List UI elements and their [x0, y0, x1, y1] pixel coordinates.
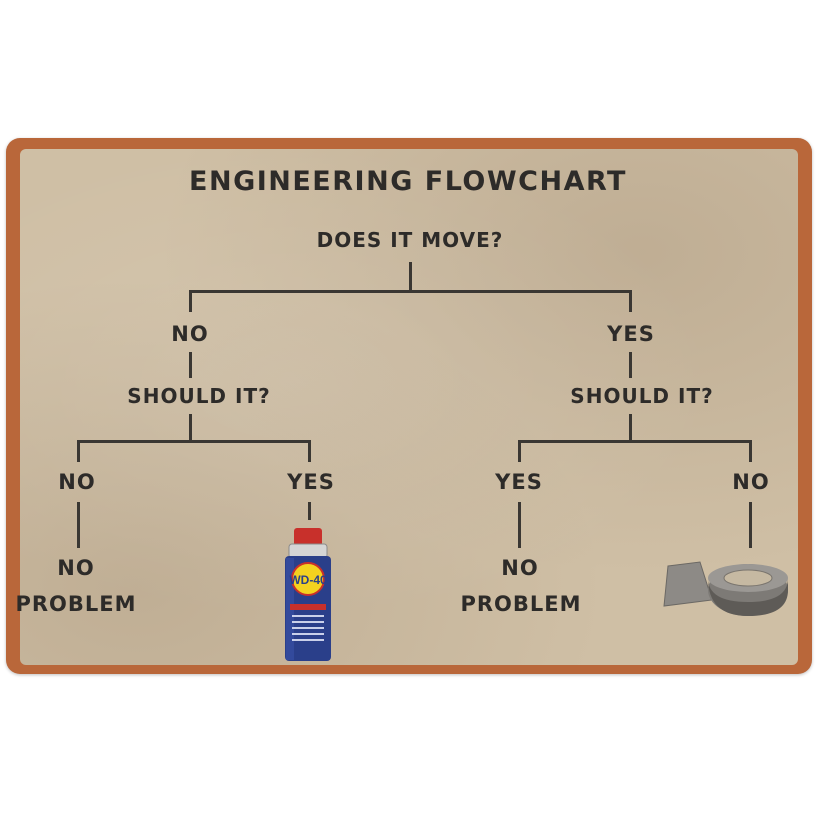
right-yes-label: YES — [495, 470, 543, 494]
right-no-label: NO — [732, 470, 770, 494]
right-bar-drop-yes — [518, 440, 521, 462]
left-no-to-result — [77, 502, 80, 548]
left-answer-no: NO — [171, 322, 209, 346]
right-result-line2: PROBLEM — [460, 592, 582, 616]
left-bar-drop-yes — [308, 440, 311, 462]
right-result-line1: NO — [501, 556, 539, 580]
left-yes-label: YES — [287, 470, 335, 494]
root-bar — [189, 290, 632, 293]
right-no-to-tape — [749, 502, 752, 548]
right-yes-to-question — [629, 352, 632, 378]
left-result-line1: NO — [57, 556, 95, 580]
root-question: DOES IT MOVE? — [316, 228, 504, 252]
left-question: SHOULD IT? — [127, 384, 271, 408]
right-question: SHOULD IT? — [570, 384, 714, 408]
left-no-to-question — [189, 352, 192, 378]
right-yes-to-result — [518, 502, 521, 548]
left-question-stem — [189, 414, 192, 442]
root-right-drop — [629, 290, 632, 312]
right-bar-drop-no — [749, 440, 752, 462]
right-question-stem — [629, 414, 632, 442]
root-stem — [409, 262, 412, 292]
left-no-label: NO — [58, 470, 96, 494]
right-bar — [518, 440, 752, 443]
root-left-drop — [189, 290, 192, 312]
right-answer-yes: YES — [607, 322, 655, 346]
flowchart-title: ENGINEERING FLOWCHART — [189, 166, 627, 197]
left-yes-to-can — [308, 502, 311, 520]
left-bar-drop-no — [77, 440, 80, 462]
left-bar — [77, 440, 310, 443]
left-result-line2: PROBLEM — [15, 592, 137, 616]
